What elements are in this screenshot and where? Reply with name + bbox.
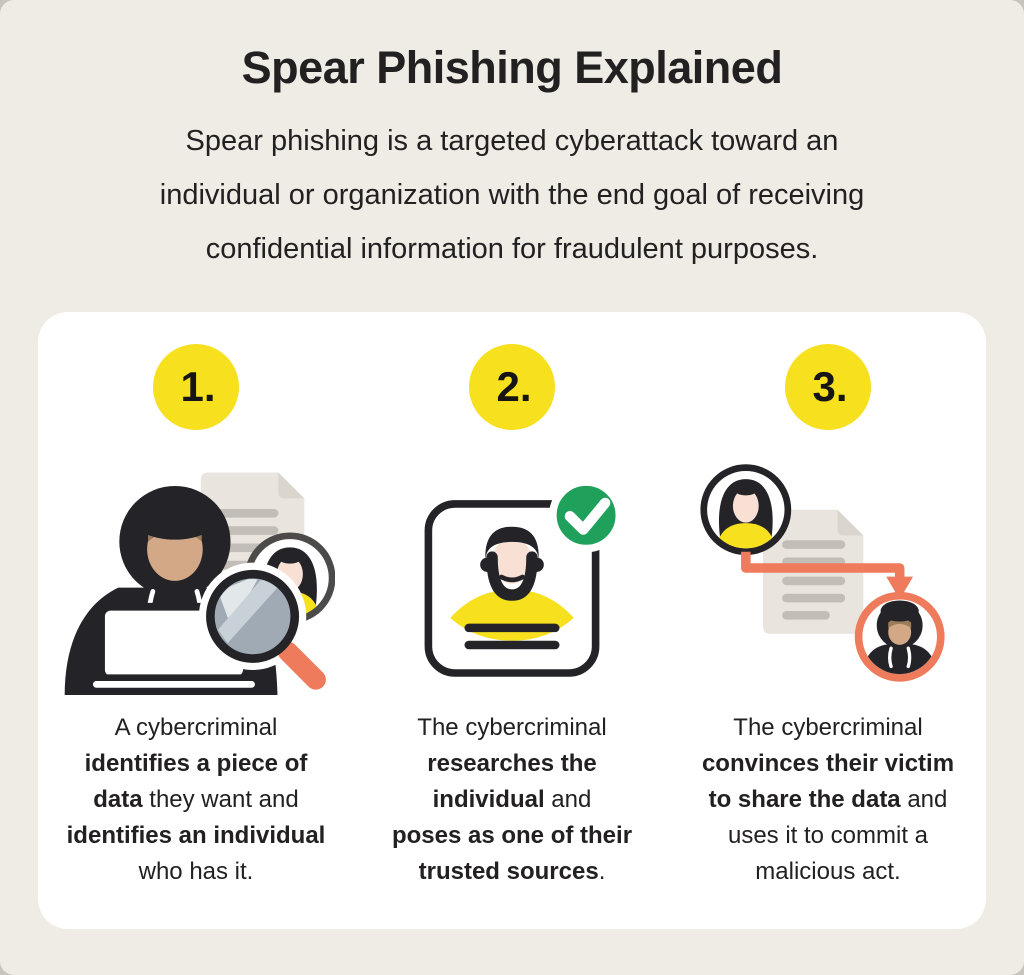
step-3: 3. xyxy=(670,344,986,929)
trusted-source-illustration xyxy=(379,452,645,704)
page-subtitle: Spear phishing is a targeted cyberattack… xyxy=(0,114,1024,276)
step-1: 1. xyxy=(38,344,354,929)
page-title: Spear Phishing Explained xyxy=(241,42,783,93)
step-3-number-badge: 3. xyxy=(785,344,871,430)
hacker-avatar-icon xyxy=(854,591,945,682)
step-2-number-badge: 2. xyxy=(469,344,555,430)
hacker-laptop-magnifier-icon xyxy=(64,472,335,695)
step-number: 3. xyxy=(812,363,848,410)
step-1-number-badge: 1. xyxy=(153,344,239,430)
card-line xyxy=(464,640,560,650)
step-number: 1. xyxy=(180,363,216,410)
step-number: 2. xyxy=(496,363,532,410)
victim-to-hacker-flow-icon xyxy=(700,463,945,682)
card-line xyxy=(464,623,560,633)
steps-card: 1. xyxy=(38,312,986,929)
victim-avatar-icon xyxy=(700,463,792,555)
subtitle-line: Spear phishing is a targeted cyberattack… xyxy=(185,125,839,157)
verified-check-icon xyxy=(549,478,624,553)
hacker-research-illustration xyxy=(57,452,335,704)
subtitle-line: confidential information for fraudulent … xyxy=(205,233,819,265)
step-2: 2. xyxy=(354,344,670,929)
id-card-icon xyxy=(424,478,624,677)
flow-arrow-icon xyxy=(741,551,914,600)
magnifying-glass-icon xyxy=(198,562,331,694)
subtitle-line: individual or organization with the end … xyxy=(159,179,865,211)
data-transfer-illustration xyxy=(694,452,962,704)
